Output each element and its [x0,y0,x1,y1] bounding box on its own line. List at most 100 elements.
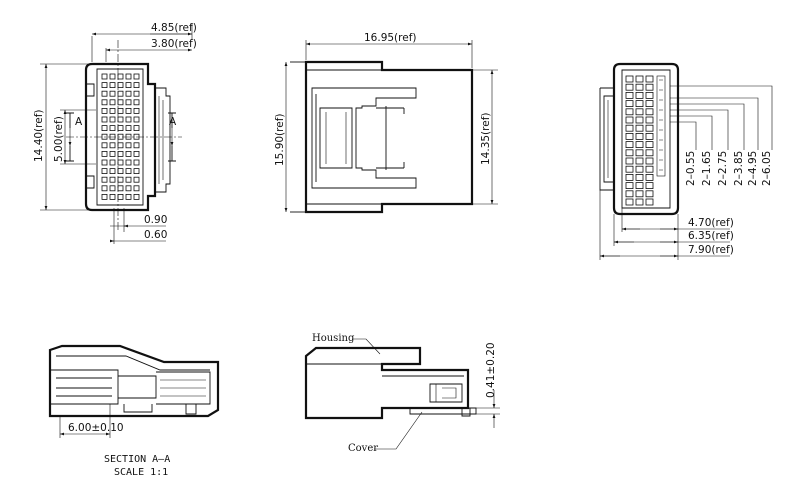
cavity [117,159,124,166]
dim-380: 3.80(ref) [151,38,197,50]
dim-1440: 14.40(ref) [33,110,45,163]
front-cavity-grid [101,73,140,200]
pitch-605: 2–6.05 [761,151,773,186]
cavity [101,73,108,80]
front-notches [86,83,95,189]
cavity [125,99,132,106]
section-mark-a-right: A [169,116,177,128]
cavity [101,116,108,123]
cavity [125,142,132,149]
cavity [109,116,116,123]
cavity [635,132,644,140]
cavity [625,182,634,190]
cavity [645,116,654,124]
cavity [133,108,140,114]
cavity [109,193,116,200]
cavity [133,73,140,80]
cavity [133,99,140,106]
cavity [125,176,132,183]
cavity [125,185,132,192]
cavity [125,168,132,175]
cavity [109,168,116,175]
cavity [133,90,140,97]
pitch-275: 2–2.75 [717,151,729,186]
cavity [133,193,140,200]
cavity [125,73,132,80]
section-mark-a-left: A [75,116,83,128]
pin-cavity-grid [625,75,654,206]
cavity [625,75,634,83]
dim-470: 4.70(ref) [688,217,734,229]
cavity [635,157,644,165]
cavity [101,108,108,114]
section-mark-line-right [168,112,176,162]
cavity [625,149,634,157]
front-inner-wall [96,68,144,206]
cavity [635,100,644,107]
cavity [625,116,634,124]
cavity [125,159,132,166]
cavity [625,132,634,140]
cavity [635,83,644,91]
cavity [625,198,634,206]
cavity [635,108,644,116]
cavity [133,116,140,123]
scale-caption: SCALE 1:1 [114,467,168,478]
cavity [645,141,654,149]
cavity [109,90,116,97]
section-caption: SECTION A–A [104,454,170,465]
front-view: A A 4.85(ref) 3.80(ref) 14.40(ref) 5.00(… [33,22,197,244]
cavity [117,90,124,97]
cavity [133,142,140,149]
cavity [117,168,124,175]
cavity [101,99,108,106]
cavity [109,185,116,192]
cavity [109,176,116,183]
cavity [101,176,108,183]
cavity [133,185,140,192]
cavity [645,108,654,116]
cavity [625,92,634,99]
cavity [625,157,634,165]
assembly-view: Housing Cover 0.41±0.20 [304,333,500,454]
cavity [125,150,132,157]
cavity [635,92,644,99]
cavity [625,190,634,198]
cavity [625,100,634,107]
side-housing-outline [304,60,474,214]
cavity [101,168,108,175]
cavity [125,116,132,123]
cavity [645,149,654,157]
cavity [133,159,140,166]
dim-1435: 14.35(ref) [480,113,492,166]
pitch-495: 2–4.95 [747,151,759,186]
cavity [635,198,644,206]
cavity [133,176,140,183]
pin-id-strip [656,75,666,177]
cavity [645,100,654,107]
cavity [117,108,124,114]
cavity [109,159,116,166]
dim-500: 5.00(ref) [53,116,65,162]
cavity [635,116,644,124]
cavity [109,73,116,80]
cavity [101,142,108,149]
dim-041: 0.41±0.20 [485,342,497,398]
cavity [625,165,634,173]
pin-view: 2–0.55 2–1.65 2–2.75 2–3.85 2–4.95 2–6.0… [599,62,773,260]
dim-060: 0.60 [144,229,167,241]
pin-housing-outline [612,62,680,216]
cavity [635,141,644,149]
cavity [117,99,124,106]
cavity [645,124,654,132]
cavity [109,99,116,106]
pitch-385: 2–3.85 [733,151,745,186]
section-view: 6.00±0.10 SECTION A–A SCALE 1:1 [48,344,220,478]
cavity [109,108,116,114]
cavity [635,149,644,157]
cavity [101,193,108,200]
cavity [645,182,654,190]
cavity [133,168,140,175]
cavity [117,150,124,157]
